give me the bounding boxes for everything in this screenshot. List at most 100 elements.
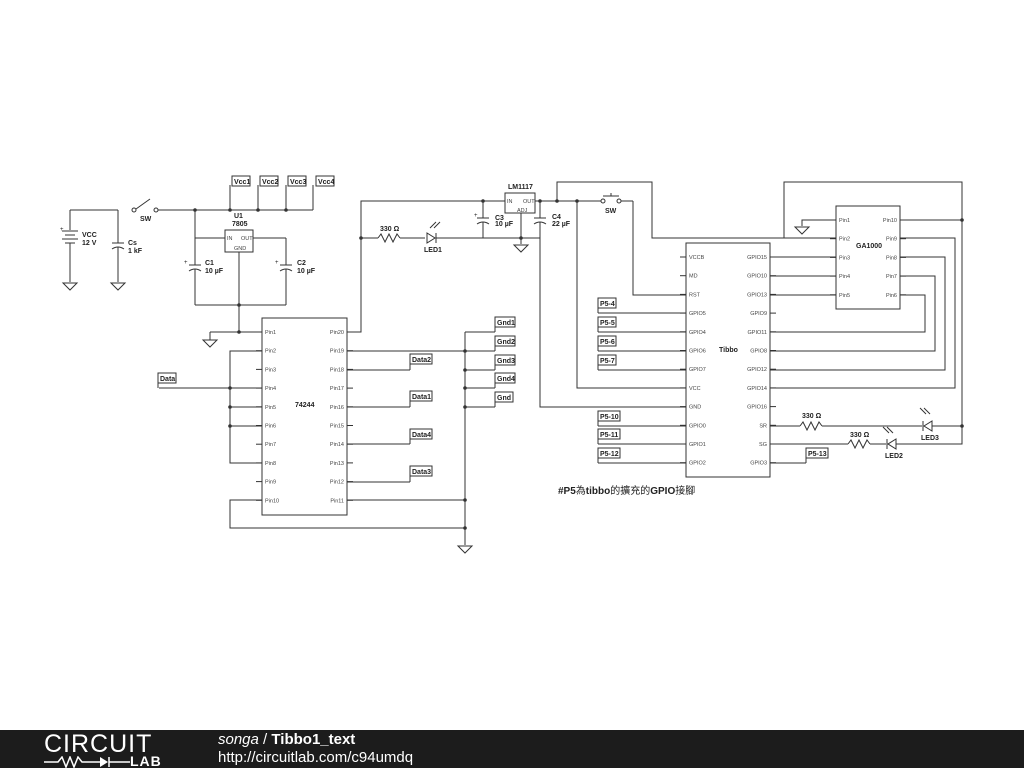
pin-label: Pin7 xyxy=(265,442,276,448)
resistor-r3: 330 Ω xyxy=(847,432,871,450)
net-data2: Data2 xyxy=(409,353,433,370)
svg-text:10 µF: 10 µF xyxy=(495,221,514,228)
net-data1: Data1 xyxy=(409,390,433,407)
pin-label: Pin6 xyxy=(886,293,897,299)
svg-text:Gnd4: Gnd4 xyxy=(497,376,515,383)
svg-text:GND: GND xyxy=(234,246,246,252)
regulator-lm1117: LM1117 IN OUT ADJ xyxy=(504,184,536,253)
project-url[interactable]: http://circuitlab.com/c94umdq xyxy=(218,749,414,766)
capacitor-c1: + C1 10 µF xyxy=(184,238,224,305)
sw1-label: SW xyxy=(140,216,152,223)
switch-sw1: SW xyxy=(131,198,195,223)
project-title: songa / Tibbo1_text xyxy=(218,731,355,749)
pin-label: Pin19 xyxy=(330,349,344,355)
net-p5-4: P5-4 xyxy=(597,297,617,313)
project-name: Tibbo1_text xyxy=(271,731,356,748)
pin-label: GPIO1 xyxy=(689,442,706,448)
pin-label: GPIO13 xyxy=(747,292,767,298)
owner-link[interactable]: songa xyxy=(218,731,259,748)
svg-text:OUT: OUT xyxy=(523,199,535,205)
svg-text:C4: C4 xyxy=(552,214,561,221)
vcc-source: + VCC 12 V xyxy=(60,209,118,291)
pin-label: GPIO4 xyxy=(689,330,706,336)
net-vcc1: Vcc1 xyxy=(234,179,250,186)
svg-text:IN: IN xyxy=(227,236,233,242)
svg-text:+: + xyxy=(60,227,64,233)
pin-label: Pin14 xyxy=(330,442,344,448)
module-tibbo: Tibbo xyxy=(685,242,771,478)
pin-label: Pin18 xyxy=(330,367,344,373)
pin-label: Pin7 xyxy=(886,274,897,280)
pin-label: Pin8 xyxy=(886,255,897,261)
pin-label: GPIO10 xyxy=(747,274,767,280)
pin-label: Pin11 xyxy=(330,498,344,504)
svg-text:IN: IN xyxy=(507,199,513,205)
pin-label: GND xyxy=(689,405,701,411)
ic74244-right-pins: Pin20Pin19Pin18Pin17Pin16Pin15Pin14Pin13… xyxy=(330,330,353,504)
pin-label: Pin15 xyxy=(330,424,344,430)
pin-label: Pin10 xyxy=(265,498,279,504)
svg-text:P5-5: P5-5 xyxy=(600,320,615,327)
pin-label: Pin20 xyxy=(330,330,344,336)
svg-text:74244: 74244 xyxy=(295,402,315,409)
svg-text:Data1: Data1 xyxy=(412,394,431,401)
pin-label: Pin4 xyxy=(265,386,276,392)
pin-label: Pin9 xyxy=(886,237,897,243)
net-data: Data xyxy=(157,372,177,388)
pin-label: VCC xyxy=(689,386,701,392)
pin-label: GPIO6 xyxy=(689,349,706,355)
svg-text:330 Ω: 330 Ω xyxy=(802,413,822,420)
svg-text:Data2: Data2 xyxy=(412,357,431,364)
pin-label: GPIO16 xyxy=(747,405,767,411)
pin-label: GPIO9 xyxy=(750,311,767,317)
svg-text:22 µF: 22 µF xyxy=(552,221,571,228)
pin-label: Pin6 xyxy=(265,424,276,430)
net-vcc3: Vcc3 xyxy=(290,179,306,186)
pin-label: Pin2 xyxy=(265,349,276,355)
svg-text:P5-6: P5-6 xyxy=(600,339,615,346)
module-ga1000: GA1000 xyxy=(835,205,901,310)
svg-text:P5-4: P5-4 xyxy=(600,301,615,308)
svg-text:C2: C2 xyxy=(297,260,306,267)
pin-label: GPIO5 xyxy=(689,311,706,317)
svg-text:+: + xyxy=(275,260,279,266)
circuit-schematic: + VCC 12 V Cs 1 kF SW Vcc1 Vcc2 Vcc3 xyxy=(60,175,964,554)
net-data4: Data4 xyxy=(409,428,433,444)
switch-sw2: SW xyxy=(540,193,633,215)
capacitor-c4: C4 22 µF xyxy=(521,200,571,239)
pin-label: SR xyxy=(759,423,767,429)
net-gnd3: Gnd3 xyxy=(494,354,516,370)
svg-text:Data4: Data4 xyxy=(412,432,431,439)
pin-label: GPIO8 xyxy=(750,349,767,355)
svg-text:330 Ω: 330 Ω xyxy=(850,432,870,439)
svg-text:GA1000: GA1000 xyxy=(856,243,882,250)
u1-name: U1 xyxy=(234,213,243,220)
svg-text:OUT: OUT xyxy=(241,236,253,242)
pin-label: Pin16 xyxy=(330,405,344,411)
capacitor-cs: Cs 1 kF xyxy=(109,210,143,291)
net-p5-10: P5-10 xyxy=(597,410,621,426)
cs-name: Cs xyxy=(128,240,137,247)
pin-label: GPIO2 xyxy=(689,461,706,467)
vcc-name: VCC xyxy=(82,232,97,239)
svg-text:+: + xyxy=(184,260,188,266)
regulator-u1: U1 7805 IN OUT GND xyxy=(224,213,286,332)
pin-label: Pin1 xyxy=(265,330,276,336)
pin-label: VCCB xyxy=(689,255,705,261)
svg-text:Tibbo: Tibbo xyxy=(719,347,738,354)
circuitlab-logo[interactable]: CIRCUIT LAB xyxy=(44,732,184,768)
net-data3: Data3 xyxy=(409,465,433,482)
logo-text-bottom: LAB xyxy=(130,753,162,769)
svg-text:C1: C1 xyxy=(205,260,214,267)
svg-text:LED2: LED2 xyxy=(885,453,903,460)
svg-text:+: + xyxy=(474,213,478,219)
svg-text:10 µF: 10 µF xyxy=(297,268,316,275)
resistor-r1: 330 Ω xyxy=(377,226,401,244)
pin-label: Pin9 xyxy=(265,480,276,486)
capacitor-c3: + C3 10 µF xyxy=(474,213,514,238)
net-gnd4: Gnd4 xyxy=(494,372,516,388)
net-p5-6: P5-6 xyxy=(597,335,617,351)
svg-text:Gnd: Gnd xyxy=(497,395,511,402)
svg-text:P5-12: P5-12 xyxy=(600,451,619,458)
pin-label: RST xyxy=(689,292,701,298)
